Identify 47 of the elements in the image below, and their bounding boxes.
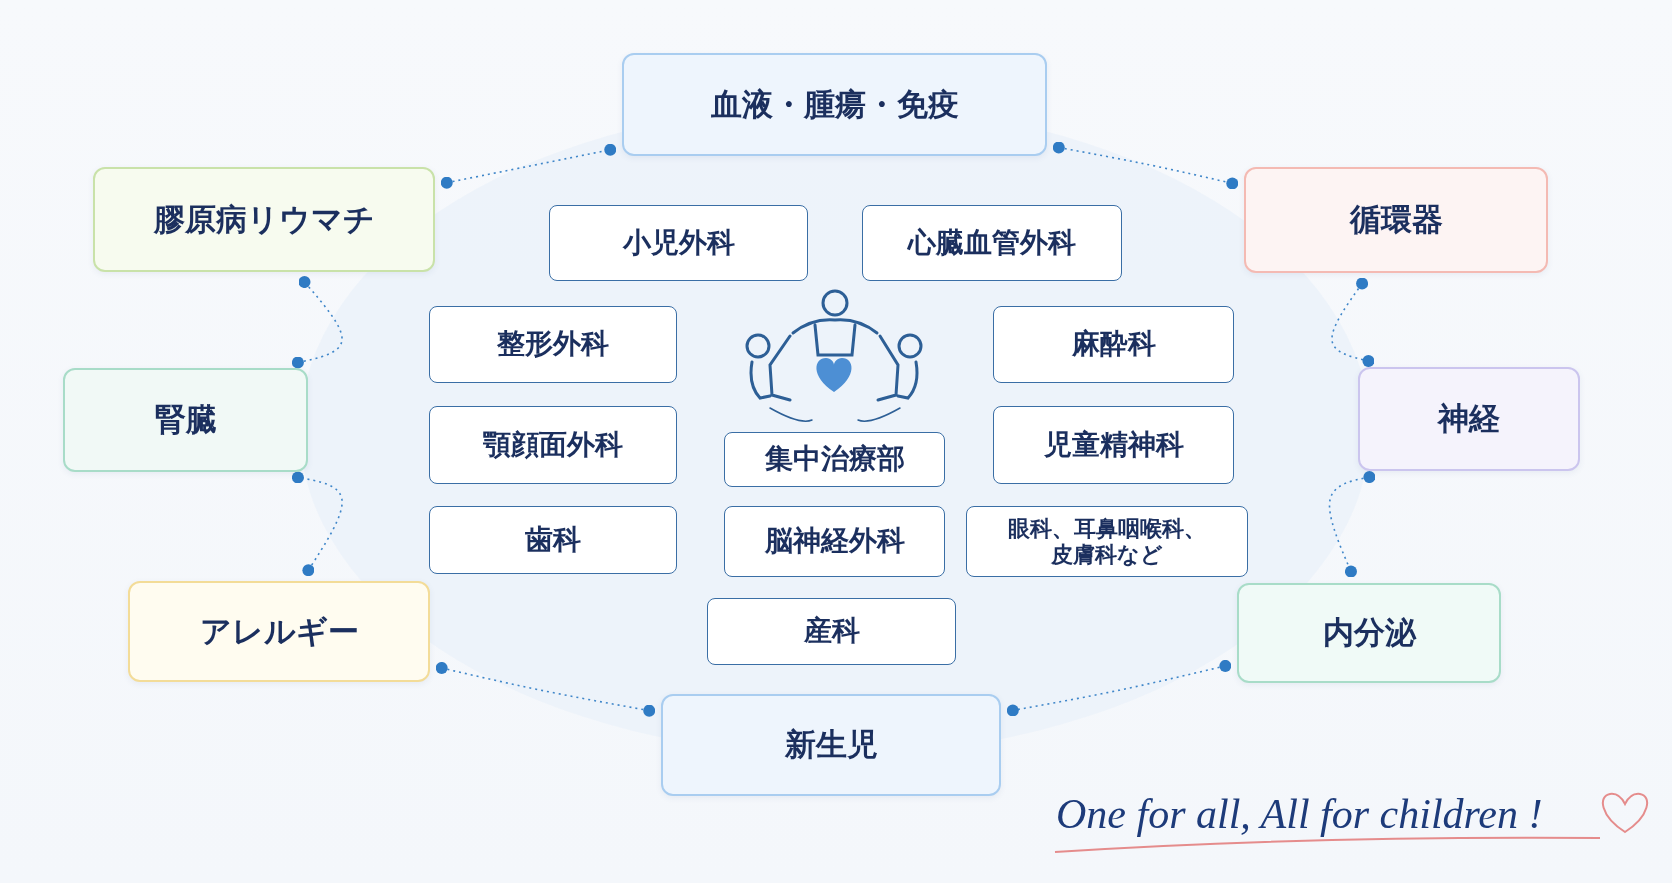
department-box — [93, 167, 435, 272]
department-name: 膠原病リウマチ — [153, 201, 375, 238]
dotted-connector — [1052, 141, 1239, 190]
department-name: 整形外科 — [497, 328, 609, 361]
department-box — [128, 581, 430, 682]
dotted-connector — [291, 276, 343, 369]
dotted-connector — [291, 471, 343, 577]
department-name: 産科 — [803, 615, 860, 648]
department-box — [993, 406, 1234, 484]
department-box — [966, 506, 1248, 577]
department-name: 児童精神科 — [1043, 428, 1184, 462]
dotted-connector — [435, 661, 656, 717]
department-name: 循環器 — [1349, 202, 1443, 238]
department-box — [63, 368, 308, 472]
department-box — [661, 694, 1001, 796]
dotted-connector — [1006, 659, 1232, 717]
department-name: 脳神経外科 — [764, 525, 905, 558]
department-name: 小児外科 — [622, 226, 735, 260]
department-box — [724, 432, 945, 487]
dotted-connector — [1331, 277, 1375, 367]
dotted-connector — [440, 143, 617, 189]
department-name: 神経 — [1438, 401, 1500, 437]
department-name: 血液・腫瘍・免疫 — [710, 86, 959, 123]
department-name: 歯科 — [525, 523, 581, 557]
department-name: 麻酔科 — [1071, 328, 1156, 361]
department-box — [429, 306, 677, 383]
department-box — [549, 205, 808, 281]
department-box — [429, 406, 677, 484]
department-name: 新生児 — [784, 727, 878, 763]
department-name: 腎臓 — [154, 402, 217, 438]
department-box — [622, 53, 1047, 156]
department-box — [993, 306, 1234, 383]
department-name: 内分泌 — [1322, 615, 1416, 651]
department-name: 心臓血管外科 — [908, 226, 1076, 260]
department-name: 顎顔面外科 — [483, 428, 623, 462]
department-box — [1237, 583, 1501, 683]
dotted-connector — [1328, 471, 1376, 578]
slogan-text: One for all, All for children ! — [1056, 790, 1543, 838]
department-name: 眼科、耳鼻咽喉科、皮膚科など — [1007, 516, 1207, 567]
department-box — [429, 506, 677, 574]
department-box — [724, 506, 945, 577]
department-box — [1358, 367, 1580, 471]
department-name: アレルギー — [199, 613, 359, 650]
department-box — [1244, 167, 1548, 273]
department-box — [707, 598, 956, 665]
department-box — [862, 205, 1122, 281]
department-name: 集中治療部 — [764, 443, 905, 476]
